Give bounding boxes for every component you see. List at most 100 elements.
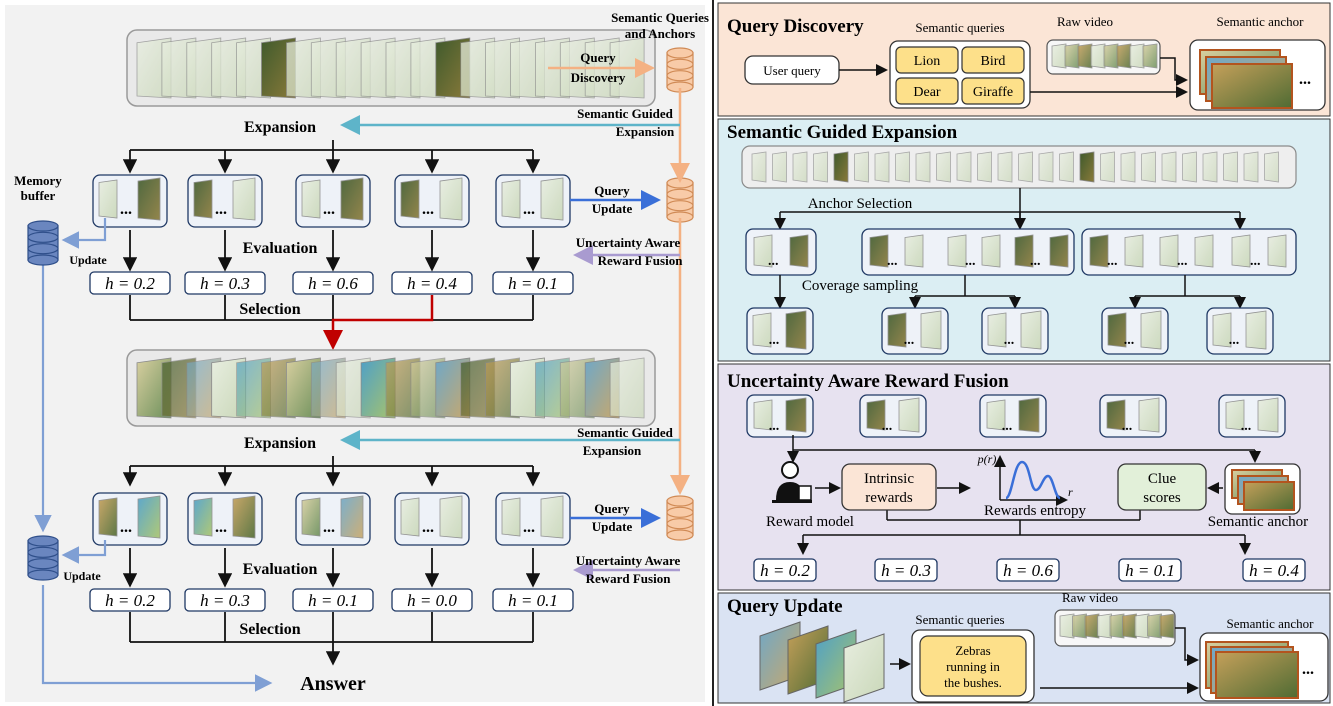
video-frame <box>895 151 910 183</box>
video-frame <box>1116 43 1132 69</box>
selection-label: Selection <box>239 621 300 638</box>
query-text: Giraffe <box>973 85 1013 100</box>
ellipsis: ... <box>215 201 227 218</box>
video-frame <box>792 151 808 183</box>
video-frame <box>1079 151 1095 183</box>
intrinsic-rewards-box <box>841 463 937 511</box>
video-frame <box>977 151 992 183</box>
h-score-text: h = 0.4 <box>1249 561 1299 580</box>
semantic-store-label: and Anchors <box>625 26 695 41</box>
raw-video-label: Raw video <box>1057 14 1113 29</box>
sge-label: Expansion <box>616 124 675 139</box>
uarf-clip: ... <box>1099 394 1167 438</box>
h-score-box: h = 0.1 <box>492 588 574 612</box>
anchor-group: ... <box>745 228 817 276</box>
sampled-clip: ... <box>881 307 949 355</box>
ellipsis: ... <box>1002 419 1013 434</box>
video-frame <box>997 151 1013 183</box>
video-frame <box>1077 43 1093 69</box>
anchor-group: ......... <box>861 228 1075 276</box>
h-score-text: h = 0.1 <box>1125 561 1175 580</box>
uarf-label: Reward Fusion <box>586 571 672 586</box>
video-frame <box>1264 151 1279 183</box>
video-frame <box>1107 312 1127 348</box>
branch-lines <box>122 140 541 174</box>
video-frame <box>854 151 869 183</box>
ellipsis: ... <box>323 201 335 218</box>
video-frame <box>1142 43 1158 69</box>
h-score-box: h = 0.4 <box>391 271 473 295</box>
h-score-box: h = 0.6 <box>292 271 374 295</box>
sge-label: Semantic Guided <box>577 106 673 121</box>
video-frame <box>1120 151 1136 183</box>
video-frame <box>904 234 924 268</box>
video-frame <box>1106 399 1126 431</box>
video-frame <box>1051 43 1067 69</box>
video-frame <box>1243 151 1259 183</box>
database-icon <box>666 177 694 223</box>
video-frame <box>789 234 809 268</box>
evaluation-label: Evaluation <box>243 561 318 578</box>
video-frame <box>1212 312 1232 348</box>
video-frame <box>1202 151 1218 183</box>
semantic-store-label: Semantic Queries <box>611 10 709 25</box>
video-frame <box>1049 234 1069 268</box>
entropy-plot <box>994 455 1068 506</box>
video-frame <box>540 495 564 539</box>
ellipsis: ... <box>1107 254 1118 269</box>
h-score-text: h = 0.2 <box>105 274 155 293</box>
uarf-clip: ... <box>859 394 927 438</box>
candidate-clip: ... <box>495 174 571 228</box>
sampled-clip: ... <box>1206 307 1274 355</box>
anchor-selection-label: Anchor Selection <box>808 196 913 212</box>
h-score-box: h = 0.2 <box>89 588 171 612</box>
video-frame <box>1223 151 1238 183</box>
memory-buffer-icon <box>27 220 59 266</box>
candidate-clip: ... <box>295 492 371 546</box>
video-frame <box>1109 613 1125 639</box>
video-frame <box>340 495 364 539</box>
query-update-label: Update <box>592 201 633 216</box>
h-score-text: h = 0.3 <box>200 591 250 610</box>
answer-label: Answer <box>300 673 366 695</box>
panel-title: Semantic Guided Expansion <box>727 122 958 143</box>
video-frame <box>956 151 972 183</box>
ellipsis: ... <box>768 254 779 269</box>
video-frame <box>1267 234 1287 268</box>
anchor-frame <box>1211 63 1293 109</box>
query-chip <box>919 635 1027 697</box>
ellipsis: ... <box>523 519 535 536</box>
selection-lines <box>129 612 534 666</box>
video-frame <box>1138 397 1160 433</box>
clue-scores-box <box>1117 463 1207 511</box>
video-frame <box>1134 613 1150 639</box>
candidate-clip: ... <box>187 492 263 546</box>
query-text: the bushes. <box>944 675 1002 690</box>
ellipsis: ... <box>887 254 898 269</box>
ellipsis: ... <box>1241 419 1252 434</box>
h-score-text: h = 0.3 <box>881 561 931 580</box>
sampled-clip: ... <box>1101 307 1169 355</box>
h-score-box: h = 0.4 <box>1242 558 1306 582</box>
video-frame <box>1090 43 1106 69</box>
update-label: Update <box>69 253 107 267</box>
video-frame <box>1018 397 1040 433</box>
sampled-clip: ... <box>981 307 1049 355</box>
candidate-clip: ... <box>92 492 168 546</box>
video-frame <box>813 151 828 183</box>
video-frame <box>772 151 787 183</box>
query-text: Lion <box>914 54 940 69</box>
video-frame <box>869 234 889 268</box>
selected-path <box>323 295 434 350</box>
h-score-box: h = 0.1 <box>492 271 574 295</box>
eval-arrows <box>122 230 541 272</box>
video-frame <box>1064 43 1080 69</box>
video-frame <box>785 397 807 433</box>
update-arrow <box>61 540 107 564</box>
video-frame <box>947 234 967 268</box>
video-frame <box>1231 234 1251 268</box>
uarf-label: Uncertainty Aware <box>576 553 681 568</box>
video-frame <box>501 179 521 219</box>
video-frame <box>439 177 463 221</box>
